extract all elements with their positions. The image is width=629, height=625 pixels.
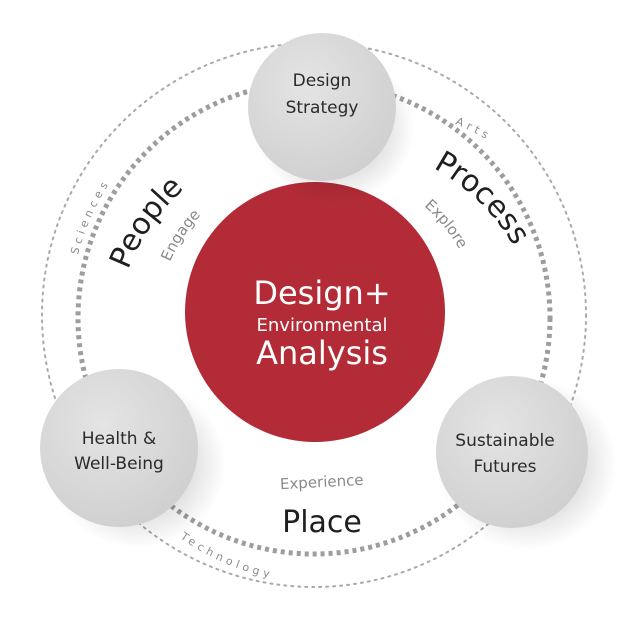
inner-dashed-ring xyxy=(75,79,553,557)
center-title-line1: Design+ xyxy=(253,274,390,312)
theme-process-verb: Explore xyxy=(421,196,471,252)
theme-people-label: People xyxy=(103,169,190,273)
center-title-line3: Analysis xyxy=(256,334,388,372)
node-futures-line1: Sustainable xyxy=(455,431,554,451)
center-circle xyxy=(185,182,445,442)
node-design-strategy-line2: Strategy xyxy=(286,98,359,118)
node-design-strategy xyxy=(248,33,396,181)
node-health-line1: Health & xyxy=(82,429,156,449)
ring-arts: Arts xyxy=(454,115,494,144)
node-design-strategy-line1: Design xyxy=(293,71,352,91)
node-health-line2: Well-Being xyxy=(74,454,164,474)
node-futures-line2: Futures xyxy=(474,457,537,477)
ring-technology: Technology xyxy=(177,529,274,581)
theme-place-label: Place xyxy=(282,505,362,540)
node-health-well-being xyxy=(40,369,198,527)
theme-place-verb: Experience xyxy=(279,471,363,493)
center-title-line2: Environmental xyxy=(257,315,388,336)
node-sustainable-futures xyxy=(436,376,588,528)
